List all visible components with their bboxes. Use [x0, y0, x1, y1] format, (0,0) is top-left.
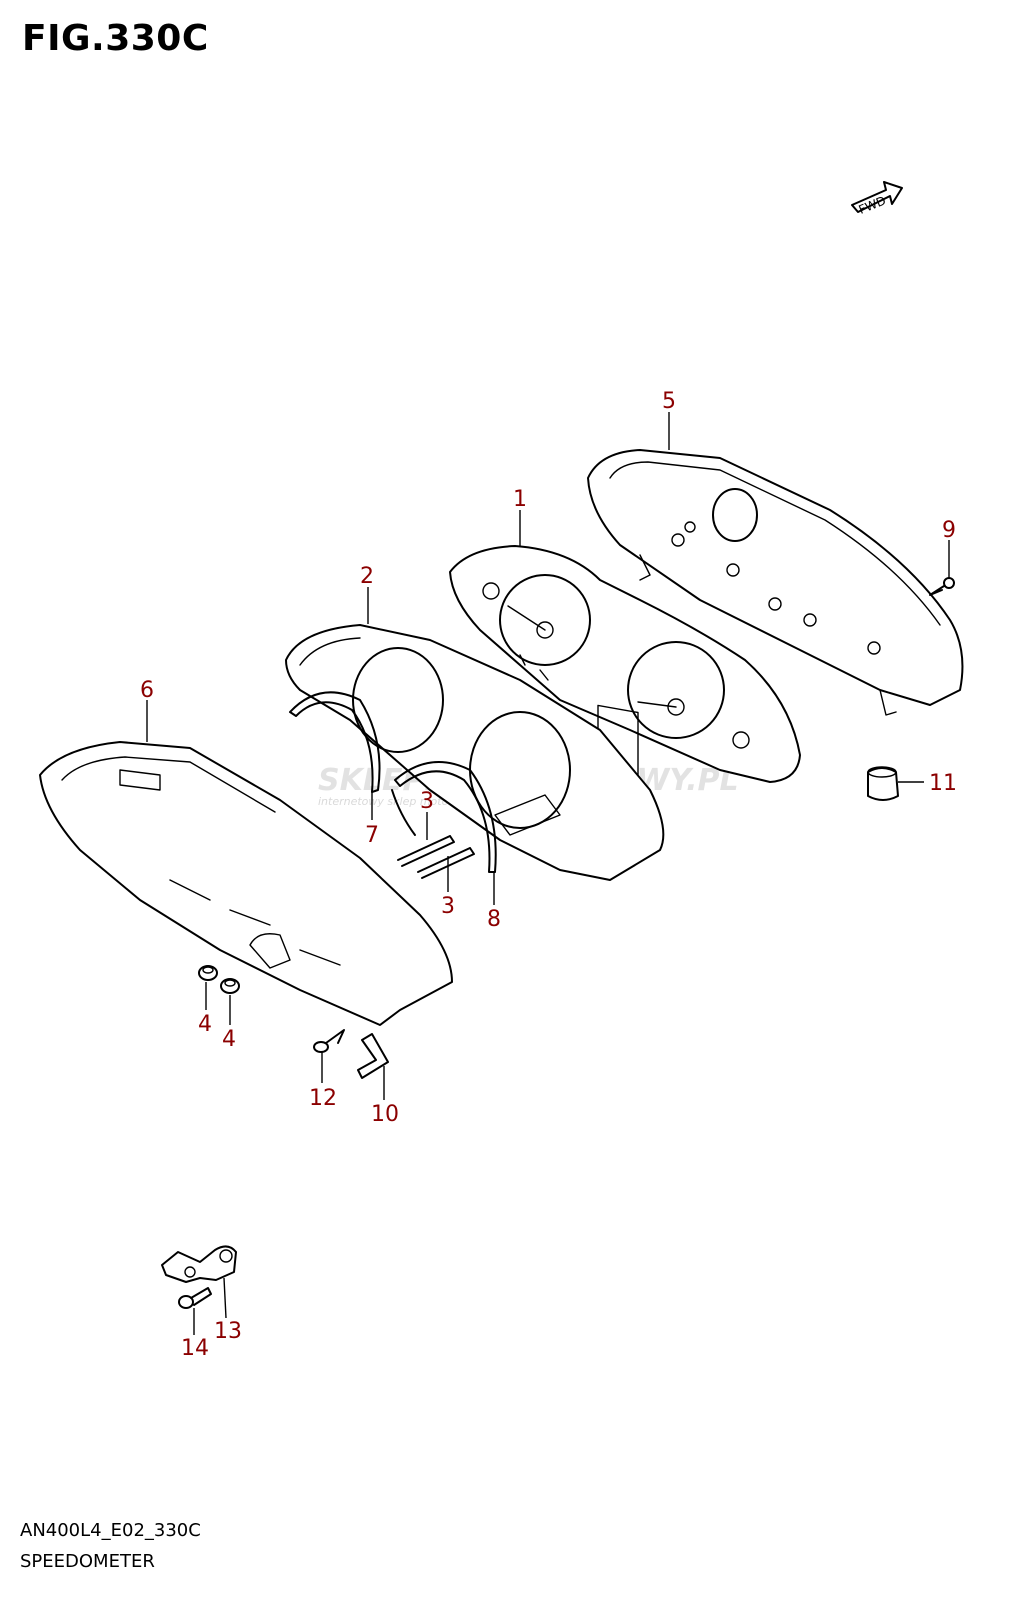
callout-9: 9: [942, 518, 956, 543]
callout-11: 11: [929, 771, 957, 796]
callout-3b: 3: [441, 894, 455, 919]
part-3-bulb: [397, 835, 475, 879]
part-6-meter-lens: [39, 741, 453, 1026]
callout-8: 8: [487, 907, 501, 932]
callout-14: 14: [181, 1336, 209, 1361]
part-5-meter-rear-case: [587, 449, 964, 716]
callout-3a: 3: [420, 789, 434, 814]
callout-2: 2: [360, 564, 374, 589]
part-9-screw: [929, 577, 955, 596]
callout-7: 7: [365, 823, 379, 848]
callout-5: 5: [662, 389, 676, 414]
part-4-grommet: [198, 965, 240, 994]
callout-4a: 4: [198, 1012, 212, 1037]
fwd-label: FWD: [857, 193, 888, 216]
figure-name: SPEEDOMETER: [20, 1551, 155, 1572]
part-13-speed-sensor: [161, 1245, 237, 1283]
callout-10: 10: [371, 1102, 399, 1127]
callout-12: 12: [309, 1086, 337, 1111]
part-7-light-guide: [289, 691, 381, 793]
figure-title: FIG.330C: [22, 18, 209, 59]
part-1-meter-dial-panel: [449, 545, 801, 784]
part-14-bolt: [178, 1287, 212, 1309]
callout-labels: 1 2 3 3 4 4 5 6 7 8 9 10 11 12 13 14: [140, 389, 957, 1361]
callout-6: 6: [140, 678, 154, 703]
figure-code: AN400L4_E02_330C: [20, 1520, 201, 1541]
callout-13: 13: [214, 1319, 242, 1344]
leader-lines: [146, 412, 950, 1335]
part-8-light-guide: [391, 761, 497, 873]
part-11-cushion: [867, 766, 899, 801]
part-12-screw: [313, 1029, 345, 1053]
callout-4b: 4: [222, 1027, 236, 1052]
fwd-arrow-icon: FWD: [851, 181, 903, 217]
callout-1: 1: [513, 487, 527, 512]
part-10-bracket: [357, 1033, 389, 1079]
